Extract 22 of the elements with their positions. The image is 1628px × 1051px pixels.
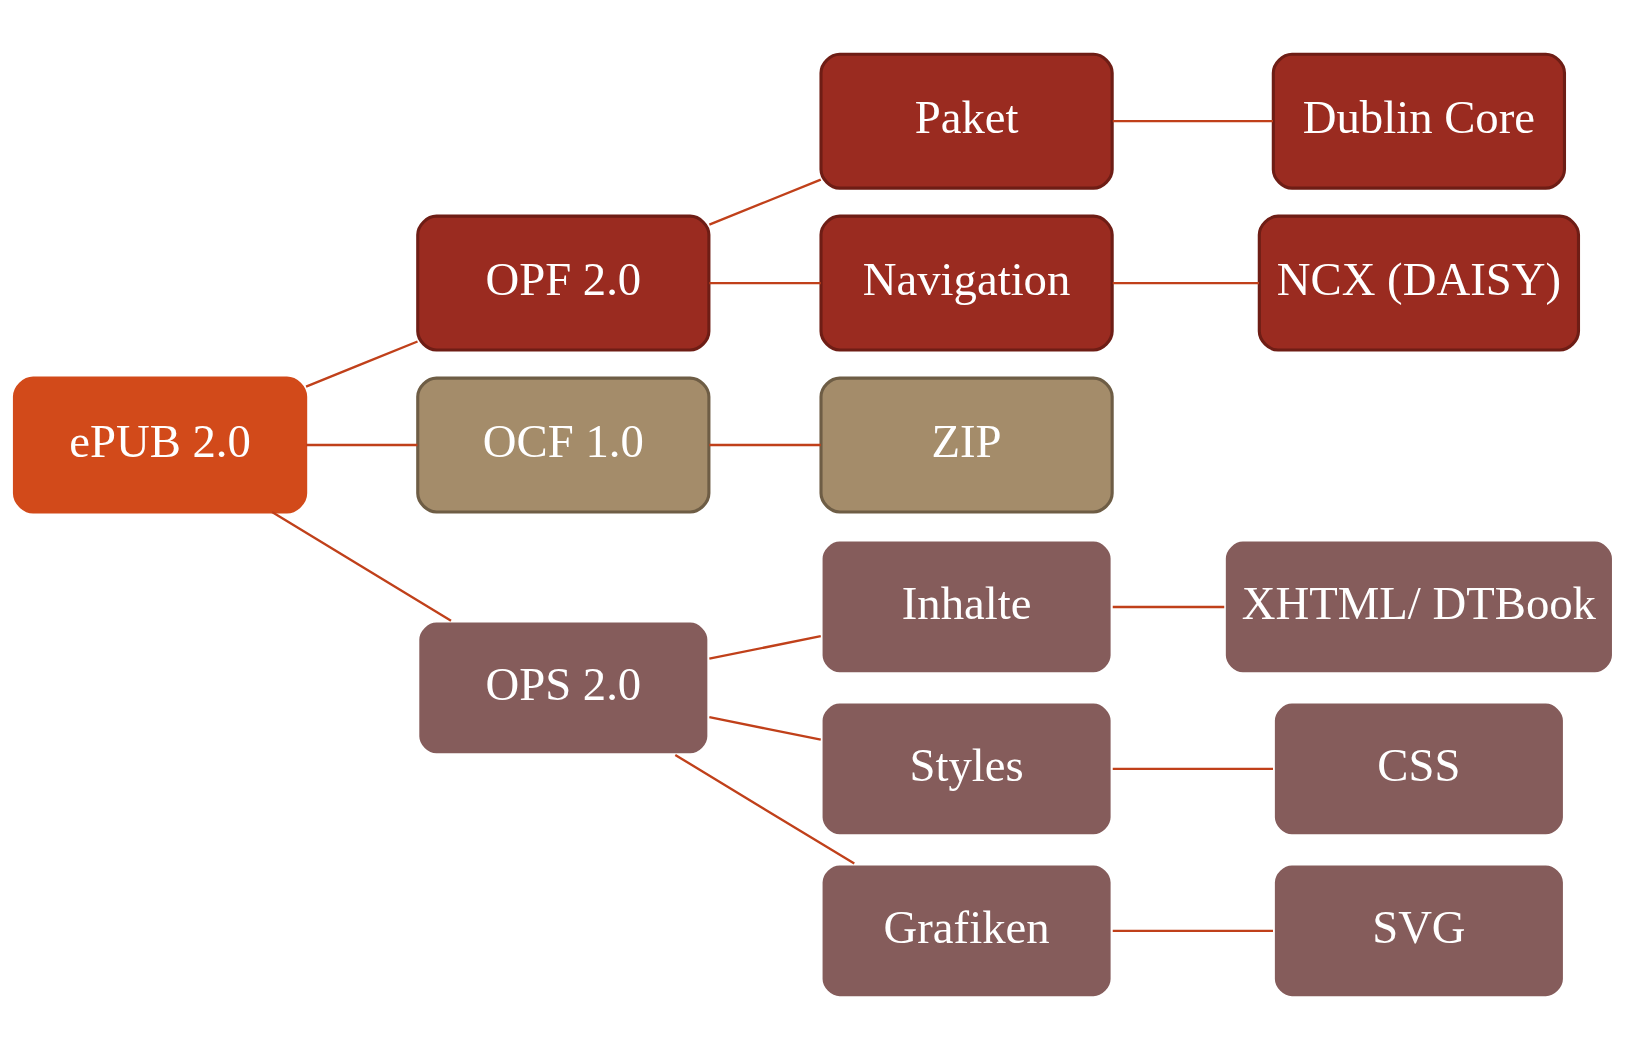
connector [305,339,418,388]
connector [1112,929,1273,932]
connector [674,753,855,865]
connector [271,510,452,622]
connector [709,281,821,284]
connector [1112,281,1259,284]
connector [709,443,821,446]
node-box: ZIP [819,376,1114,514]
connector [709,634,821,660]
connector [1112,119,1273,122]
connector [708,177,822,226]
connector [1112,767,1273,770]
node-box: NCX (DAISY) [1257,214,1581,352]
node-box: Dublin Core [1271,52,1567,190]
node-box: Navigation [819,214,1114,352]
node-box: Paket [819,52,1114,190]
connector [306,443,418,446]
connector [709,715,821,741]
node-box: OPF 2.0 [416,214,711,352]
node-box: ePUB 2.0 [12,376,308,514]
node-box: OCF 1.0 [416,376,711,514]
connector [1112,605,1225,608]
